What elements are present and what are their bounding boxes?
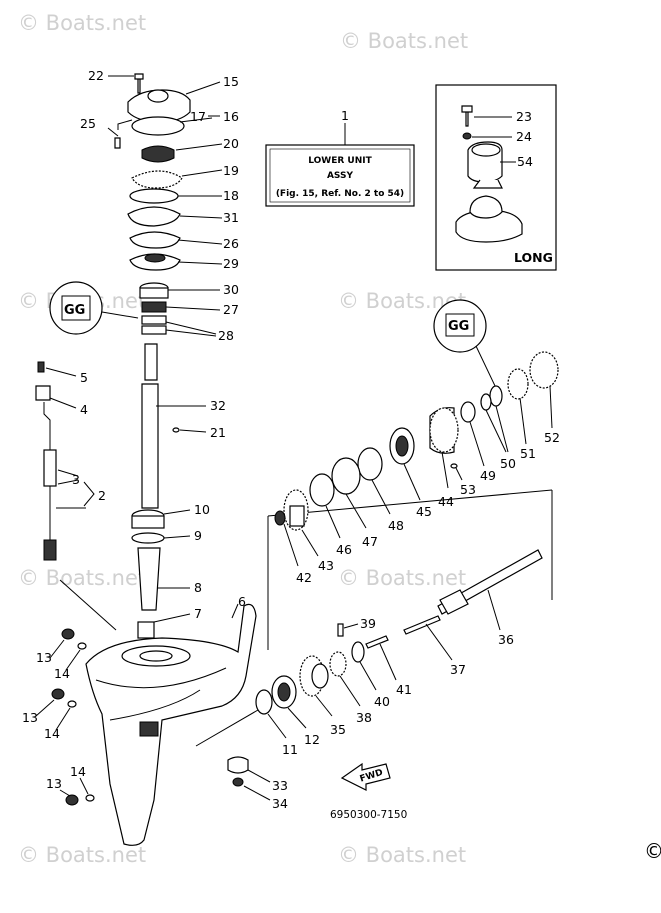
assembly-frame-lines: [59, 489, 553, 747]
assy-line2: ASSY: [327, 171, 354, 181]
watermark: © Boats.net: [340, 29, 468, 53]
drive-shaft: 32 21: [141, 343, 226, 509]
long-callout-24: 24: [516, 129, 532, 144]
reverse-gear-stack: GG 52 51 50 49 53 44 45: [274, 299, 560, 585]
callout-35: 35: [330, 722, 346, 737]
callout-40: 40: [374, 694, 390, 709]
callout-48: 48: [388, 518, 404, 533]
svg-text:GG: GG: [448, 319, 469, 334]
callout-33: 33: [272, 778, 288, 793]
callout-5: 5: [80, 370, 88, 385]
long-callout-23: 23: [516, 109, 532, 124]
callout-42: 42: [296, 570, 312, 585]
callout-43: 43: [318, 558, 334, 573]
svg-text:GG: GG: [64, 303, 85, 318]
callout-25: 25: [80, 116, 96, 131]
callout-12: 12: [304, 732, 320, 747]
callout-21: 21: [210, 425, 226, 440]
bearing-stack: 10 9 8 7: [131, 502, 210, 639]
callout-7: 7: [194, 606, 202, 621]
callout-29: 29: [223, 256, 239, 271]
callout-37: 37: [450, 662, 466, 677]
callout-2: 2: [98, 488, 106, 503]
shift-plunger-parts: 37 39 41 40 38 35 12 11: [255, 615, 466, 757]
callout-41: 41: [396, 682, 412, 697]
watermark: © Boats.net: [338, 843, 466, 867]
long-label: LONG: [514, 250, 553, 265]
water-pump-stack: 22 15 25 17 16 20 19 18 31: [49, 68, 239, 343]
callout-16: 16: [223, 109, 239, 124]
callout-31: 31: [223, 210, 239, 225]
callout-13: 13: [22, 710, 38, 725]
callout-8: 8: [194, 580, 202, 595]
callout-34: 34: [272, 796, 288, 811]
callout-28: 28: [218, 328, 234, 343]
callout-3: 3: [72, 472, 80, 487]
callout-18: 18: [223, 188, 239, 203]
callout-39: 39: [360, 616, 376, 631]
callout-11: 11: [282, 742, 298, 757]
callout-50: 50: [500, 456, 516, 471]
callout-53: 53: [460, 482, 476, 497]
callout-45: 45: [416, 504, 432, 519]
callout-13: 13: [46, 776, 62, 791]
lower-unit-assy-box: 1 LOWER UNIT ASSY (Fig. 15, Ref. No. 2 t…: [265, 108, 415, 207]
callout-36: 36: [498, 632, 514, 647]
watermark: © Boats.net: [18, 11, 146, 35]
callout-30: 30: [223, 282, 239, 297]
callout-52: 52: [544, 430, 560, 445]
assy-line3: (Fig. 15, Ref. No. 2 to 54): [276, 189, 404, 199]
assy-line1: LOWER UNIT: [308, 156, 372, 166]
shift-rod-assembly: 5 4 3 2: [35, 361, 106, 561]
callout-46: 46: [336, 542, 352, 557]
assy-ref-number: 1: [341, 108, 349, 123]
callout-27: 27: [223, 302, 239, 317]
callout-26: 26: [223, 236, 239, 251]
anode-and-screw: 33 34: [227, 756, 288, 811]
callout-38: 38: [356, 710, 372, 725]
callout-15: 15: [223, 74, 239, 89]
drain-screws: 13 14 13 14 13 14: [22, 628, 95, 806]
callout-49: 49: [480, 468, 496, 483]
callout-19: 19: [223, 163, 239, 178]
callout-10: 10: [194, 502, 210, 517]
fwd-arrow: FWD: [340, 762, 391, 791]
callout-32: 32: [210, 398, 226, 413]
callout-22: 22: [88, 68, 104, 83]
lower-case: 6: [85, 594, 257, 846]
callout-20: 20: [223, 136, 239, 151]
callout-13: 13: [36, 650, 52, 665]
callout-4: 4: [80, 402, 88, 417]
propeller-shaft: 36: [437, 549, 543, 647]
watermark: © Boats.net: [18, 843, 146, 867]
callout-9: 9: [194, 528, 202, 543]
callout-47: 47: [362, 534, 378, 549]
long-variant-box: 23 24 54 LONG: [435, 84, 557, 271]
callout-51: 51: [520, 446, 536, 461]
copyright-symbol: ©: [644, 839, 661, 863]
watermark: © Boats.net: [338, 566, 466, 590]
callout-17: 17: [190, 109, 206, 124]
long-callout-54: 54: [517, 154, 533, 169]
diagram-part-code: 6950300-7150: [330, 809, 407, 821]
callout-14: 14: [70, 764, 86, 779]
watermark: © Boats.net: [18, 566, 146, 590]
callout-6: 6: [238, 594, 246, 609]
callout-44: 44: [438, 494, 454, 509]
watermarks: © Boats.net © Boats.net © Boats.net © Bo…: [18, 11, 468, 867]
